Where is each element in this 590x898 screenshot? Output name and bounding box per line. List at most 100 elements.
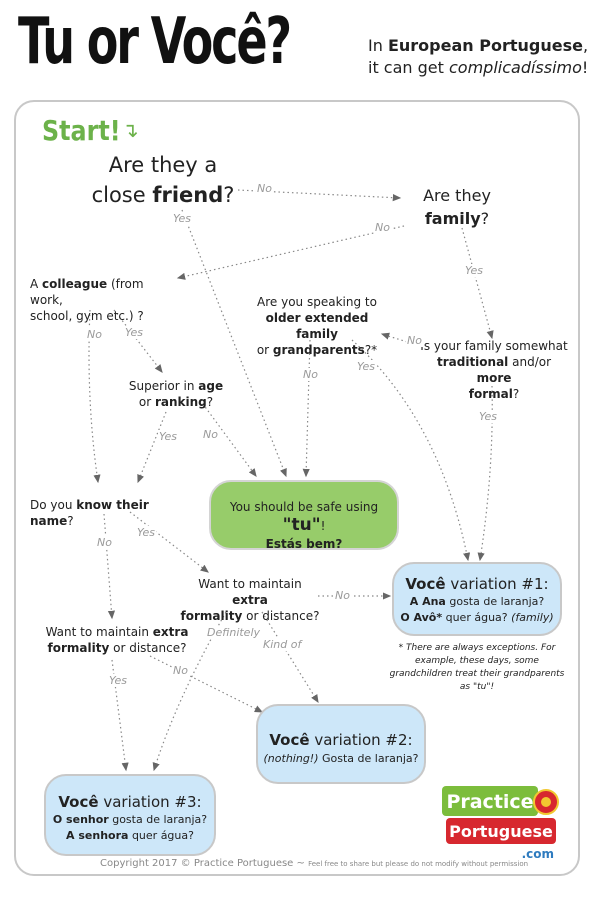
edge-label-q6-yes: Yes xyxy=(158,430,179,443)
outcome-voce-variation-2: Você variation #2: (nothing!) Gosta de l… xyxy=(256,704,426,784)
edge-label-q8-definitely: Definitely xyxy=(206,626,262,639)
outcome-title-bold: Você xyxy=(405,575,446,593)
edge-label-q7-yes: Yes xyxy=(136,526,157,539)
question-text: ? xyxy=(67,514,74,528)
edge-label-q9-no: No xyxy=(172,664,189,677)
outcome-tu-line1: You should be safe using "tu"! xyxy=(211,498,397,535)
question-text: or xyxy=(256,343,270,357)
footer-copyright: Copyright 2017 © Practice Portuguese xyxy=(100,858,294,869)
question-traditional-family: Is your family somewhat traditional and/… xyxy=(420,338,568,402)
outcome-example-bold: A Ana xyxy=(409,595,446,608)
page-title: Tu or Você? xyxy=(18,5,292,79)
practice-portuguese-logo[interactable]: Practice Portuguese .com xyxy=(442,784,560,862)
question-text: or distance? xyxy=(242,609,320,623)
edge-q4-yes xyxy=(351,339,471,562)
edge-q2-yes xyxy=(461,227,494,340)
edge-label-q9-yes: Yes xyxy=(108,674,129,687)
edge-q9-no xyxy=(149,655,264,713)
question-know-name: Do you know their name? xyxy=(30,497,190,529)
footer: Copyright 2017 © Practice Portuguese ~ F… xyxy=(100,858,528,869)
question-bold: traditional xyxy=(436,355,509,369)
edge-label-q4-yes: Yes xyxy=(356,360,377,373)
logo-line1: Practice xyxy=(446,791,533,813)
outcome-example: gosta de laranja? xyxy=(108,813,208,826)
question-bold: more formal xyxy=(468,371,513,401)
outcome-tu-word: "tu" xyxy=(282,515,321,535)
logo-line3: .com xyxy=(522,847,554,861)
question-text: or distance? xyxy=(109,641,187,655)
outcome-title: variation #2: xyxy=(309,731,413,749)
subtitle-text: ! xyxy=(581,58,589,77)
edge-label-q8-no: No xyxy=(334,589,351,602)
question-text: Are they xyxy=(423,186,491,205)
question-text: ? xyxy=(206,395,214,409)
question-text: and/or xyxy=(508,355,552,369)
outcome-tu-example: Estás bem? xyxy=(265,537,343,551)
edge-label-q5-no: No xyxy=(406,334,423,347)
edge-label-q8-kindof: Kind of xyxy=(262,638,303,651)
question-family: Are they family? xyxy=(402,184,512,230)
edge-q7-no xyxy=(103,513,116,620)
edge-label-q1-yes: Yes xyxy=(172,212,193,225)
outcome-example-italic: (family) xyxy=(511,611,554,624)
edge-label-q3-no: No xyxy=(86,328,103,341)
question-bold: friend xyxy=(152,183,224,207)
question-text: Are they a close xyxy=(91,153,218,207)
footer-permission: Feel free to share but please do not mod… xyxy=(308,860,529,868)
question-bold: family xyxy=(424,209,481,228)
subtitle-italic: complicadíssimo xyxy=(449,58,582,77)
outcome-example: gosta de laranja? xyxy=(445,595,545,608)
start-label: Start! xyxy=(42,114,121,147)
flowchart-frame xyxy=(14,100,580,876)
question-text: ? xyxy=(480,209,490,228)
outcome-voce-variation-1: Você variation #1: A Ana gosta de laranj… xyxy=(392,562,562,636)
question-text: (from work, school, gym etc.) ? xyxy=(30,277,144,323)
question-text: Is your family somewhat xyxy=(420,339,568,353)
edge-label-q7-no: No xyxy=(96,536,113,549)
question-text: or xyxy=(138,395,152,409)
question-older-family: Are you speaking to older extended famil… xyxy=(246,294,388,358)
edge-label-q1-no: No xyxy=(256,182,273,195)
outcome-title: variation #3: xyxy=(98,793,202,811)
edge-label-q4-no: No xyxy=(302,368,319,381)
outcome-example-bold: O Avô* xyxy=(400,611,443,624)
question-text: Superior in xyxy=(128,379,199,393)
edge-q5-yes xyxy=(477,385,493,562)
edge-q8-kindof xyxy=(261,611,319,704)
question-bold: extra formality xyxy=(47,625,189,655)
edge-label-q2-yes: Yes xyxy=(464,264,485,277)
edge-q4-no xyxy=(302,339,311,478)
edge-label-q5-yes: Yes xyxy=(478,410,499,423)
question-colleague: A colleague (from work, school, gym etc.… xyxy=(30,276,178,324)
question-bold: age xyxy=(198,379,224,393)
edge-q6-yes xyxy=(137,411,167,484)
edge-q2-no xyxy=(176,225,405,280)
outcome-example: Gosta de laranja? xyxy=(318,752,419,765)
question-superior: Superior in age or ranking? xyxy=(126,378,226,410)
question-text: ? xyxy=(223,183,235,207)
question-bold: know their name xyxy=(30,498,149,528)
question-bold: older extended family xyxy=(265,311,369,341)
question-text: ? xyxy=(512,387,520,401)
outcome-title: variation #1: xyxy=(445,575,549,593)
question-text: Want to maintain xyxy=(45,625,153,639)
question-bold: colleague xyxy=(42,277,108,291)
question-close-friend: Are they a close friend? xyxy=(88,150,238,210)
edge-label-q6-no: No xyxy=(202,428,219,441)
question-bold: grandparents xyxy=(272,343,365,357)
footer-separator: ~ xyxy=(293,858,309,869)
outcome-text: ! xyxy=(320,519,326,533)
outcome-title-bold: Você xyxy=(269,731,310,749)
logo-line2: Portuguese xyxy=(449,822,553,841)
edge-label-q2-no: No xyxy=(374,221,391,234)
outcome-example: quer água? xyxy=(128,829,194,842)
question-text: A xyxy=(30,277,43,291)
question-extra-formality-known: Want to maintain extra formality or dist… xyxy=(180,576,320,624)
question-text: Are you speaking to xyxy=(257,295,377,309)
edge-q7-yes xyxy=(129,511,209,573)
outcome-example-italic: (nothing!) xyxy=(263,752,319,765)
outcome-title-bold: Você xyxy=(58,793,99,811)
outcome-tu: You should be safe using "tu"! Estás bem… xyxy=(209,480,399,551)
question-bold: ranking xyxy=(154,395,207,409)
edge-label-q3-yes: Yes xyxy=(124,326,145,339)
